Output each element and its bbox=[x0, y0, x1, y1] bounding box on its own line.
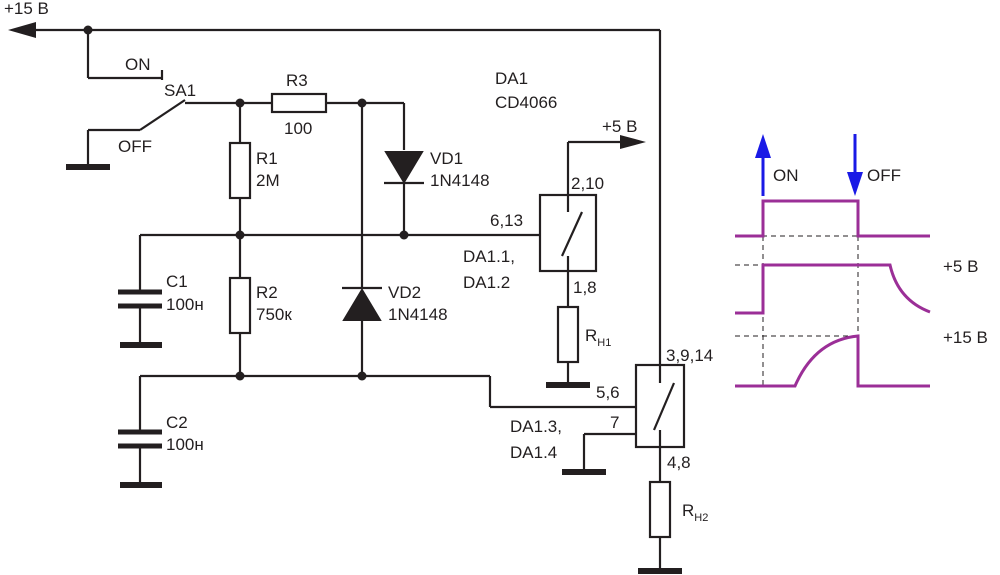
sw2-pin-ctrl-label: 7 bbox=[610, 413, 619, 432]
plus5-arrow-icon bbox=[620, 135, 646, 149]
sw2-pin-top-label: 3,9,14 bbox=[666, 346, 713, 365]
switch-off-label: OFF bbox=[118, 137, 152, 156]
r1-ref-label: R1 bbox=[256, 149, 278, 168]
vd2-ref-label: VD2 bbox=[388, 283, 421, 302]
plus15-rail bbox=[8, 22, 662, 365]
timing-on-label: ON bbox=[773, 166, 799, 185]
resistor-r2 bbox=[228, 235, 252, 376]
load-resistor-rh2 bbox=[638, 480, 682, 574]
rh2-label: RH2 bbox=[682, 501, 708, 524]
sw2-pin-in-label: 5,6 bbox=[596, 383, 620, 402]
diode-vd2 bbox=[342, 103, 382, 376]
off-arrowhead-icon bbox=[847, 172, 863, 196]
switch-ref-label: SA1 bbox=[164, 81, 196, 100]
ic-part-label: CD4066 bbox=[495, 93, 557, 112]
sw1-name-b-label: DA1.2 bbox=[463, 273, 510, 292]
ic-ref-label: DA1 bbox=[495, 69, 528, 88]
sw1-pin-bot-label: 1,8 bbox=[573, 278, 597, 297]
waveform-plus5 bbox=[735, 263, 931, 315]
timing-plus15-label: +15 В bbox=[943, 328, 988, 347]
sw1-pin-top-label: 2,10 bbox=[571, 174, 604, 193]
sw1-name-a-label: DA1.1, bbox=[463, 247, 515, 266]
plus15-label: +15 В bbox=[4, 0, 49, 18]
vd1-ref-label: VD1 bbox=[430, 149, 463, 168]
vd1-part-label: 1N4148 bbox=[430, 171, 490, 190]
load-resistor-rh1 bbox=[546, 305, 590, 388]
c1-ref-label: C1 bbox=[166, 272, 188, 291]
r3-value-label: 100 bbox=[284, 119, 312, 138]
capacitor-c2 bbox=[118, 429, 162, 488]
control-node-2 bbox=[138, 371, 636, 430]
waveform-switch bbox=[735, 199, 930, 238]
c2-value-label: 100н bbox=[166, 435, 204, 454]
waveform-plus15 bbox=[735, 334, 930, 388]
sw1-pin-in-label: 6,13 bbox=[490, 211, 523, 230]
c1-value-label: 100н bbox=[166, 295, 204, 314]
capacitor-c1 bbox=[118, 289, 162, 348]
sw2-pin-bot-label: 4,8 bbox=[667, 453, 691, 472]
timing-diagram bbox=[735, 134, 931, 388]
resistor-r3 bbox=[235, 92, 406, 150]
analog-switch-2 bbox=[562, 363, 686, 482]
switch-sa1 bbox=[66, 30, 240, 170]
r2-value-label: 750к bbox=[256, 305, 292, 324]
rh1-label: RH1 bbox=[585, 326, 611, 349]
on-arrowhead-icon bbox=[755, 134, 771, 158]
timing-off-label: OFF bbox=[867, 166, 901, 185]
plus5-rail-label: +5 В bbox=[602, 117, 637, 136]
c2-ref-label: C2 bbox=[166, 413, 188, 432]
timing-plus5-label: +5 В bbox=[943, 257, 978, 276]
rail-arrow-icon bbox=[8, 22, 36, 38]
analog-switch-1 bbox=[538, 135, 646, 307]
vd2-part-label: 1N4148 bbox=[388, 305, 448, 324]
r3-ref-label: R3 bbox=[286, 71, 308, 90]
sw2-name-a-label: DA1.3, bbox=[510, 417, 562, 436]
switch-on-label: ON bbox=[125, 55, 151, 74]
sw2-name-b-label: DA1.4 bbox=[510, 443, 557, 462]
resistor-r1 bbox=[228, 103, 252, 235]
diode-vd1 bbox=[384, 151, 424, 240]
r2-ref-label: R2 bbox=[256, 283, 278, 302]
r1-value-label: 2M bbox=[256, 171, 280, 190]
